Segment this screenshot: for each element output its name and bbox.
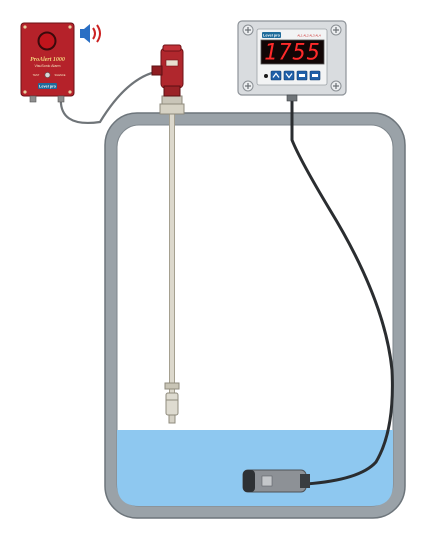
sensor-nut <box>159 103 185 115</box>
up-arrow-button[interactable] <box>270 70 282 81</box>
display-screen <box>260 39 325 65</box>
liquid <box>117 430 393 506</box>
alarm-logo: Level pro <box>39 85 57 89</box>
transducer-cable <box>290 95 394 486</box>
alarm-mount-screw-tr <box>68 25 72 29</box>
alarm-gland-right <box>57 95 65 103</box>
down-arrow-icon <box>285 73 293 79</box>
sensor-head <box>151 44 184 97</box>
display-screw-tl <box>242 24 254 36</box>
alarm-light[interactable] <box>37 31 57 51</box>
display-cable-gland <box>286 94 298 102</box>
alarm-logo-badge <box>38 83 57 89</box>
display-unit: Level pro AL1 AL2 AL3 AL4 1755 <box>237 20 347 102</box>
display-status-led <box>264 74 268 78</box>
submersible-transducer <box>242 469 310 493</box>
alarm-subtitle: VisuSonic Alarm <box>34 64 60 68</box>
display-screw-tr <box>330 24 342 36</box>
down-arrow-button[interactable] <box>283 70 295 81</box>
display-logo: Level pro <box>263 34 281 38</box>
float-body <box>165 392 179 416</box>
menu-button[interactable] <box>296 70 308 81</box>
alarm-gland-left <box>29 95 37 103</box>
alarm-label-test: TEST <box>33 73 40 77</box>
display-screw-br <box>330 80 342 92</box>
alarm-brand: ProAlert 1000 <box>30 57 65 63</box>
speaker-sound-icon <box>80 24 101 43</box>
alarm-body <box>20 22 75 97</box>
display-logo-badge <box>262 32 281 38</box>
display-reading: 1755 <box>264 41 321 66</box>
alarm-mount-screw-br <box>68 90 72 94</box>
alarm-mount-screw-bl <box>23 90 27 94</box>
alarm-test-button[interactable] <box>44 72 51 78</box>
display-screw-bl <box>242 80 254 92</box>
alarm-mount-screw-tl <box>23 25 27 29</box>
float-rod <box>169 112 175 397</box>
menu-icon <box>299 74 305 77</box>
enter-icon <box>312 74 318 77</box>
alarm-cable <box>59 69 161 124</box>
display-indicators: AL1 AL2 AL3 AL4 <box>297 34 321 38</box>
alarm-label-silence: SILENCE <box>54 73 65 77</box>
float-switch <box>164 382 180 390</box>
sensor-fitting <box>161 95 183 105</box>
enter-button[interactable] <box>309 70 321 81</box>
float-tip <box>168 414 176 424</box>
alarm-unit: ProAlert 1000 VisuSonic Alarm TEST SILEN… <box>20 22 75 103</box>
up-arrow-icon <box>272 72 280 78</box>
